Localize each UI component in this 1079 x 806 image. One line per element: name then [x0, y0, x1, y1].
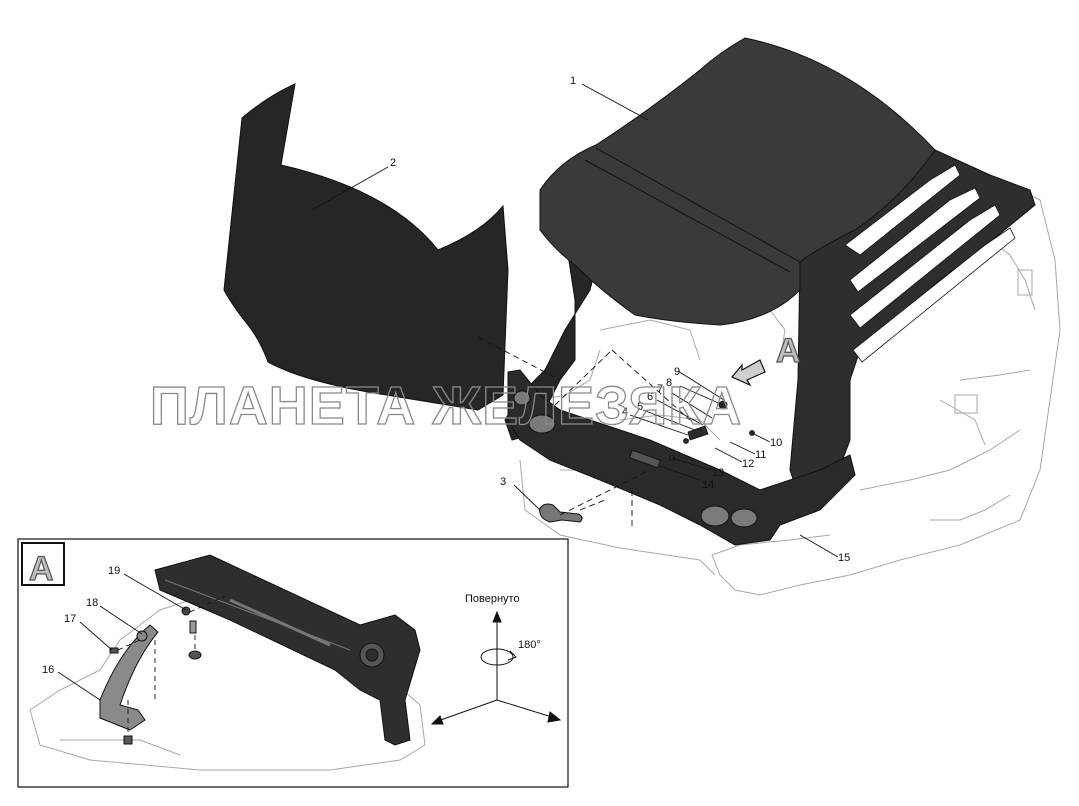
callout-3: 3	[500, 476, 506, 488]
rotation-angle: 180°	[518, 639, 541, 651]
view-a-badge	[21, 542, 65, 586]
rotation-label: Повернуто	[465, 593, 520, 605]
callout-17: 17	[64, 613, 76, 625]
rotation-symbol	[430, 610, 562, 725]
hardware-parts	[669, 400, 755, 461]
hood-assembly	[504, 37, 1036, 546]
callout-9: 9	[674, 366, 680, 378]
watermark-text: ПЛАНЕТА ЖЕЛЕЗЯКА	[150, 376, 742, 436]
louver-slots	[844, 164, 1016, 363]
callout-2: 2	[390, 157, 396, 169]
handle-part	[539, 503, 583, 523]
callout-10: 10	[770, 437, 782, 449]
callout-6: 6	[647, 391, 653, 403]
view-a-arrow: A	[731, 331, 801, 387]
callout-7: 7	[657, 383, 663, 395]
callout-16: 16	[42, 664, 54, 676]
callout-11: 11	[755, 449, 766, 461]
assembly-dash-lines	[477, 336, 691, 530]
callout-13: 13	[712, 467, 724, 479]
callout-8: 8	[666, 377, 672, 389]
callout-15: 15	[838, 552, 850, 564]
tractor-body-outline	[519, 179, 1061, 596]
view-a-badge-label: A	[29, 550, 54, 588]
view-a-marker-label: A	[776, 332, 801, 370]
leader-lines	[311, 83, 839, 558]
detail-view-a-inset: A	[17, 538, 569, 788]
callout-5: 5	[637, 401, 643, 413]
callout-12: 12	[742, 458, 754, 470]
callout-19: 19	[108, 565, 120, 577]
callout-1: 1	[570, 75, 576, 87]
callout-labels: 1 2 3 4 5 6 7 8 9 10 11 12 13 14 15	[390, 75, 850, 564]
callout-14: 14	[702, 479, 714, 491]
callout-4: 4	[622, 406, 628, 418]
callout-18: 18	[86, 597, 98, 609]
rear-panel-part	[223, 83, 509, 411]
